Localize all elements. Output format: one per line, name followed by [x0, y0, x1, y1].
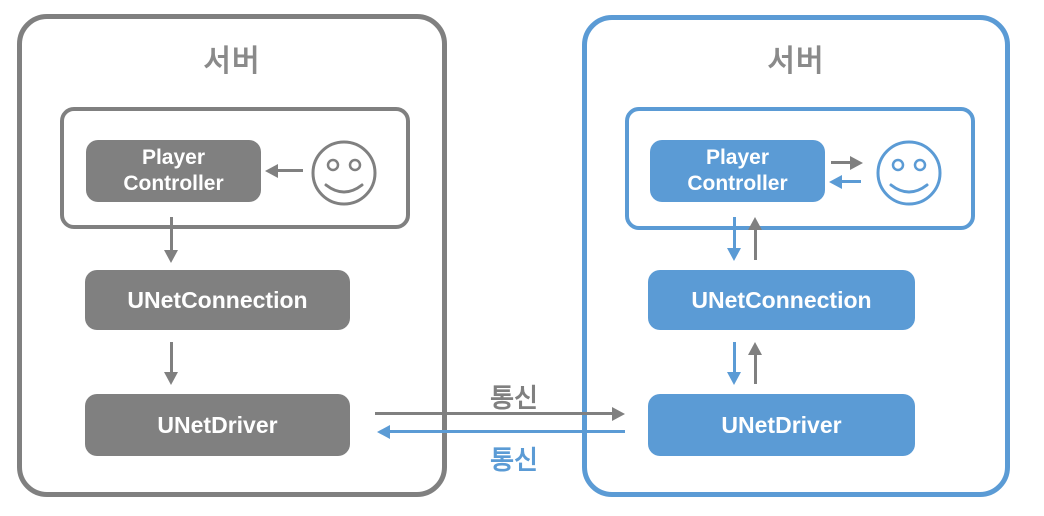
player-controller-node-right: Player Controller	[650, 140, 825, 202]
unetconnection-label: UNetConnection	[127, 286, 308, 313]
arrow-head-left-icon	[265, 164, 278, 178]
server-panel-left-title: 서버	[203, 45, 261, 78]
arrow-head-up-icon	[748, 342, 762, 355]
arrow-shaft	[733, 217, 736, 248]
unetconnection-node-left: UNetConnection	[85, 270, 350, 330]
arrow-shaft	[754, 354, 757, 384]
player-controller-label-line1: Player	[705, 146, 770, 170]
unetdriver-label: UNetDriver	[157, 411, 278, 438]
player-controller-node-left: Player Controller	[86, 140, 261, 202]
arrow-shaft	[841, 180, 861, 183]
unetdriver-node-left: UNetDriver	[85, 394, 350, 456]
unetconnection-node-right: UNetConnection	[648, 270, 915, 330]
arrow-head-left-icon	[377, 425, 390, 439]
server-panel-right-border	[582, 15, 1010, 497]
arrow-head-down-icon	[164, 250, 178, 263]
server-panel-left-border	[17, 14, 447, 497]
arrow-shaft	[277, 169, 303, 172]
arrow-head-right-icon	[612, 407, 625, 421]
arrow-shaft	[170, 217, 173, 250]
arrow-head-down-icon	[727, 372, 741, 385]
player-controller-label-line2: Controller	[123, 172, 224, 195]
server-panel-right-title: 서버	[767, 45, 825, 78]
unetconnection-label: UNetConnection	[691, 286, 872, 313]
arrow-shaft	[733, 342, 736, 372]
comm-label-blue: 통신	[490, 445, 538, 475]
player-controller-label-line1: Player	[141, 146, 206, 170]
arrow-head-up-icon	[748, 217, 762, 230]
player-controller-label-line2: Controller	[687, 172, 788, 195]
arrow-shaft	[375, 412, 612, 415]
arrow-shaft	[831, 161, 850, 164]
smiley-face-icon	[311, 140, 377, 206]
arrow-head-right-icon	[850, 156, 863, 170]
arrow-shaft	[389, 430, 625, 433]
arrow-shaft	[754, 229, 757, 260]
arrow-shaft	[170, 342, 173, 372]
comm-label-gray: 통신	[490, 383, 538, 413]
arrow-head-down-icon	[727, 248, 741, 261]
arrow-head-left-icon	[829, 175, 842, 189]
unetdriver-node-right: UNetDriver	[648, 394, 915, 456]
smiley-face-icon	[876, 140, 942, 206]
unetdriver-label: UNetDriver	[721, 411, 842, 438]
arrow-head-down-icon	[164, 372, 178, 385]
